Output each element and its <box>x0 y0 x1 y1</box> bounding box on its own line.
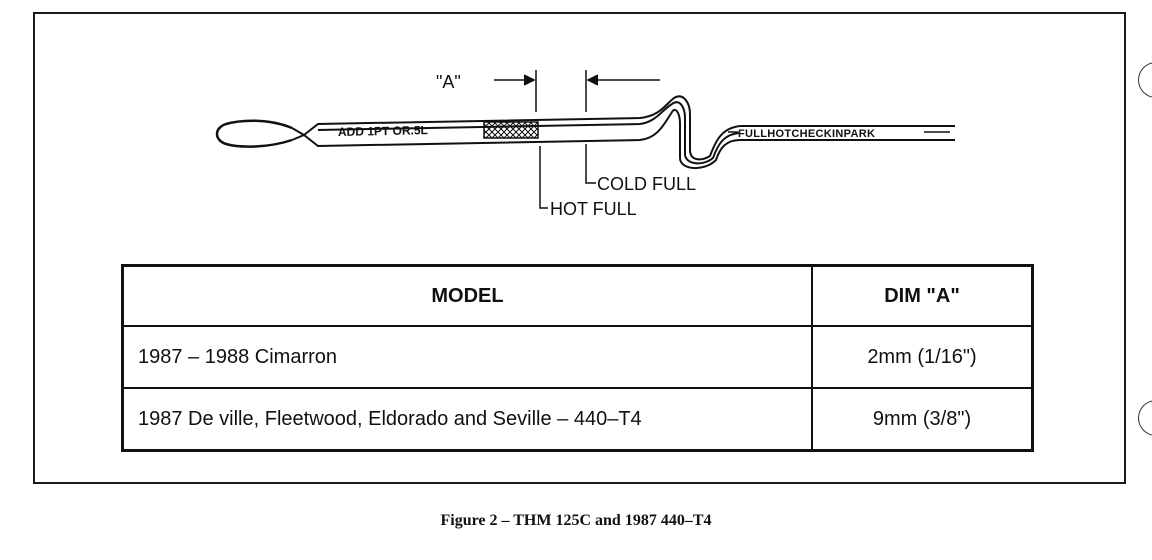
cold-full-label: COLD FULL <box>597 174 696 194</box>
dipstick-diagram: ADD 1PT OR.5L FULLHOTCHECKINPARK "A" COL… <box>215 70 955 219</box>
figure-caption: Figure 2 – THM 125C and 1987 440–T4 <box>440 512 712 529</box>
dipstick-low-text: ADD 1PT OR.5L <box>338 123 428 139</box>
dipstick-high-text: FULLHOTCHECKINPARK <box>738 128 875 140</box>
table-row: 1987 – 1988 Cimarron 2mm (1/16") <box>121 325 1034 389</box>
dimension-a-markers <box>494 70 660 112</box>
full-level-leaders <box>539 144 596 209</box>
hot-full-label: HOT FULL <box>550 199 637 219</box>
table-header-row: MODEL DIM "A" <box>121 264 1034 327</box>
dim-column-header: DIM "A" <box>811 264 1034 327</box>
model-cell: 1987 De ville, Fleetwood, Eldorado and S… <box>121 387 813 452</box>
dipstick-handle <box>215 119 293 148</box>
dipstick-blade <box>303 95 955 169</box>
dim-cell: 2mm (1/16") <box>811 325 1034 389</box>
dimension-a-label: "A" <box>436 72 461 92</box>
figure-frame <box>33 12 1126 484</box>
model-column-header: MODEL <box>121 264 813 327</box>
crosshatch-zone <box>483 121 539 139</box>
binder-hole-mark <box>1138 400 1152 436</box>
model-cell: 1987 – 1988 Cimarron <box>121 325 813 389</box>
dimension-table: MODEL DIM "A" 1987 – 1988 Cimarron 2mm (… <box>121 264 1034 452</box>
table-row: 1987 De ville, Fleetwood, Eldorado and S… <box>121 387 1034 452</box>
dim-cell: 9mm (3/8") <box>811 387 1034 452</box>
